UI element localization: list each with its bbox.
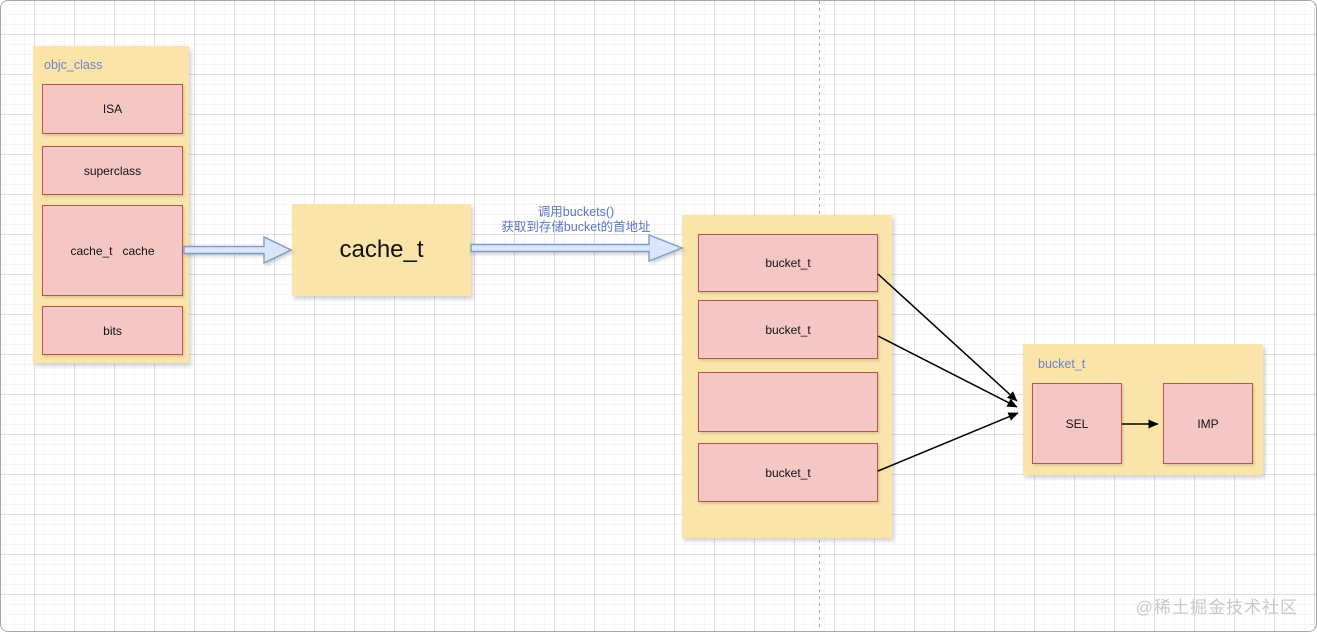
bucket-sel-cell: SEL bbox=[1032, 383, 1122, 464]
bucket-array-item-2: bucket_t bbox=[698, 300, 878, 359]
objc-class-title: objc_class bbox=[44, 58, 103, 72]
connector-bucket4-to-sel bbox=[877, 412, 1019, 472]
bucket-array-item-2-label: bucket_t bbox=[765, 322, 811, 337]
buckets-call-caption-line2: 获取到存储bucket的首地址 bbox=[501, 220, 651, 234]
bucket-imp-label: IMP bbox=[1197, 416, 1219, 431]
bucket-array-item-1-label: bucket_t bbox=[765, 256, 811, 270]
objc-field-cache: cache_t cache bbox=[42, 205, 183, 296]
bucket-t-struct-container: bucket_t SEL IMP bbox=[1023, 344, 1263, 475]
bucket-array-item-1: bucket_t bbox=[698, 234, 878, 292]
objc-field-bits: bits bbox=[42, 306, 183, 355]
block-arrow-cachet-to-buckets bbox=[470, 233, 684, 263]
buckets-call-caption-line1: 调用buckets() bbox=[537, 205, 615, 219]
bucket-t-struct-title: bucket_t bbox=[1038, 357, 1086, 371]
connector-bucket1-to-sel bbox=[877, 273, 1018, 402]
bucket-array-item-3-empty bbox=[698, 372, 878, 432]
objc-field-cache-label: cache_t cache bbox=[70, 243, 155, 258]
objc-field-bits-label: bits bbox=[103, 323, 122, 338]
cache-t-node: cache_t bbox=[292, 204, 471, 296]
connector-bucket2-to-sel bbox=[877, 335, 1018, 408]
objc-field-isa-label: ISA bbox=[102, 102, 123, 116]
objc-field-superclass: superclass bbox=[42, 146, 183, 195]
buckets-call-caption: 调用buckets() 获取到存储bucket的首地址 bbox=[467, 205, 685, 235]
block-arrow-cache-to-cachet bbox=[183, 235, 293, 265]
juejin-watermark: @稀土掘金技术社区 bbox=[1135, 598, 1298, 617]
bucket-array-item-4: bucket_t bbox=[698, 443, 878, 502]
bucket-array-container: bucket_t bucket_t bucket_t bbox=[682, 215, 892, 538]
objc-field-isa: ISA bbox=[42, 84, 183, 134]
objc-field-superclass-label: superclass bbox=[83, 163, 142, 178]
bucket-sel-label: SEL bbox=[1065, 416, 1089, 431]
objc-class-container: objc_class ISA superclass cache_t cache … bbox=[33, 46, 189, 363]
cache-t-node-label: cache_t bbox=[339, 236, 424, 263]
bucket-array-item-4-label: bucket_t bbox=[765, 465, 811, 480]
bucket-imp-cell: IMP bbox=[1163, 383, 1253, 464]
